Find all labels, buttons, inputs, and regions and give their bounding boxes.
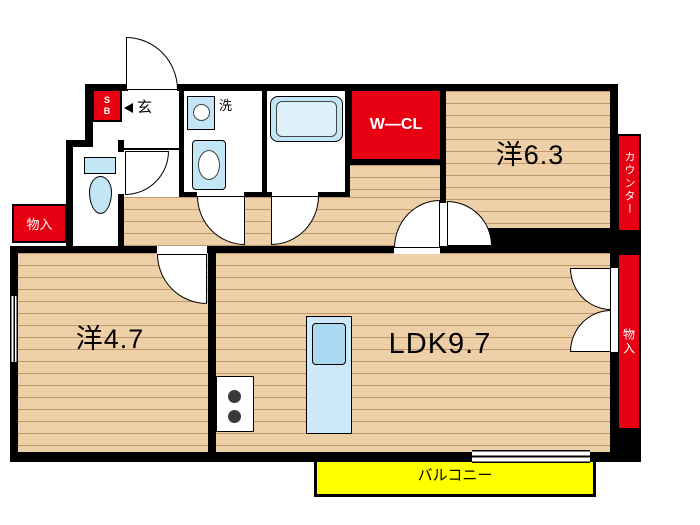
wall-segment bbox=[345, 160, 445, 165]
entrance-step-line bbox=[122, 148, 179, 150]
wall-segment bbox=[208, 246, 216, 452]
room-western-6-3-floor bbox=[446, 91, 610, 228]
bathtub-inner-icon bbox=[276, 101, 337, 137]
room-western-4-7-floor bbox=[18, 253, 208, 452]
entrance-label: 玄 bbox=[137, 99, 153, 116]
door-gap bbox=[272, 192, 318, 198]
shoe-box: SB bbox=[92, 89, 122, 122]
shoe-box-label: SB bbox=[103, 95, 111, 116]
counter-label: カウンター bbox=[623, 150, 635, 216]
entrance-arrow-icon bbox=[124, 103, 133, 113]
stove-icon bbox=[216, 376, 254, 432]
wall-segment bbox=[85, 84, 93, 144]
door-gap bbox=[440, 203, 447, 246]
vanity-basin-icon bbox=[198, 150, 220, 180]
kitchen-sink-icon bbox=[312, 323, 346, 365]
counter-strip: カウンター bbox=[617, 134, 641, 232]
storage-right-label: 物入 bbox=[621, 327, 636, 356]
balcony-label: バルコニー bbox=[417, 467, 493, 484]
door-gap bbox=[197, 192, 244, 198]
room-ldk-label: LDK9.7 bbox=[388, 328, 492, 360]
storage-left: 物入 bbox=[12, 204, 67, 243]
wall-segment bbox=[118, 140, 124, 253]
door-gap bbox=[157, 246, 207, 254]
laundry-door-swing-icon bbox=[197, 196, 245, 245]
wall-segment bbox=[10, 452, 618, 462]
wall-segment bbox=[179, 84, 184, 197]
room-western-4-7-label: 洋4.7 bbox=[75, 324, 145, 354]
balcony-sliding-door bbox=[472, 450, 590, 463]
wall-segment bbox=[262, 84, 267, 197]
wall-segment bbox=[66, 140, 93, 147]
room-ldk-floor bbox=[216, 253, 610, 452]
wall-segment bbox=[66, 140, 73, 253]
door-gap bbox=[610, 268, 618, 352]
storage-left-label: 物入 bbox=[26, 217, 53, 232]
entrance-door-swing-icon bbox=[126, 37, 178, 90]
storage-right: 物入 bbox=[617, 253, 641, 430]
wall-segment bbox=[10, 246, 446, 253]
hallway-floor-upper bbox=[350, 165, 440, 197]
laundry-label: 洗 bbox=[219, 98, 233, 113]
wall-segment bbox=[85, 84, 618, 91]
stove-burner-icon bbox=[228, 390, 241, 403]
toilet-tank-icon bbox=[84, 157, 116, 174]
wall-segment bbox=[179, 192, 350, 197]
wall-segment bbox=[440, 84, 446, 253]
door-gap bbox=[118, 152, 125, 194]
walk-in-closet: W―CL bbox=[350, 89, 442, 161]
room-western-6-3-label: 洋6.3 bbox=[495, 140, 565, 170]
toilet-door-swing-icon bbox=[125, 151, 169, 195]
washing-machine-drum-icon bbox=[193, 104, 210, 121]
window bbox=[10, 296, 18, 362]
toilet-bowl-icon bbox=[89, 176, 112, 214]
door-gap bbox=[394, 246, 440, 254]
wall-segment bbox=[345, 84, 350, 197]
walk-in-closet-label: W―CL bbox=[369, 116, 423, 133]
stove-burner-icon bbox=[228, 410, 241, 423]
wall-segment bbox=[610, 430, 641, 462]
